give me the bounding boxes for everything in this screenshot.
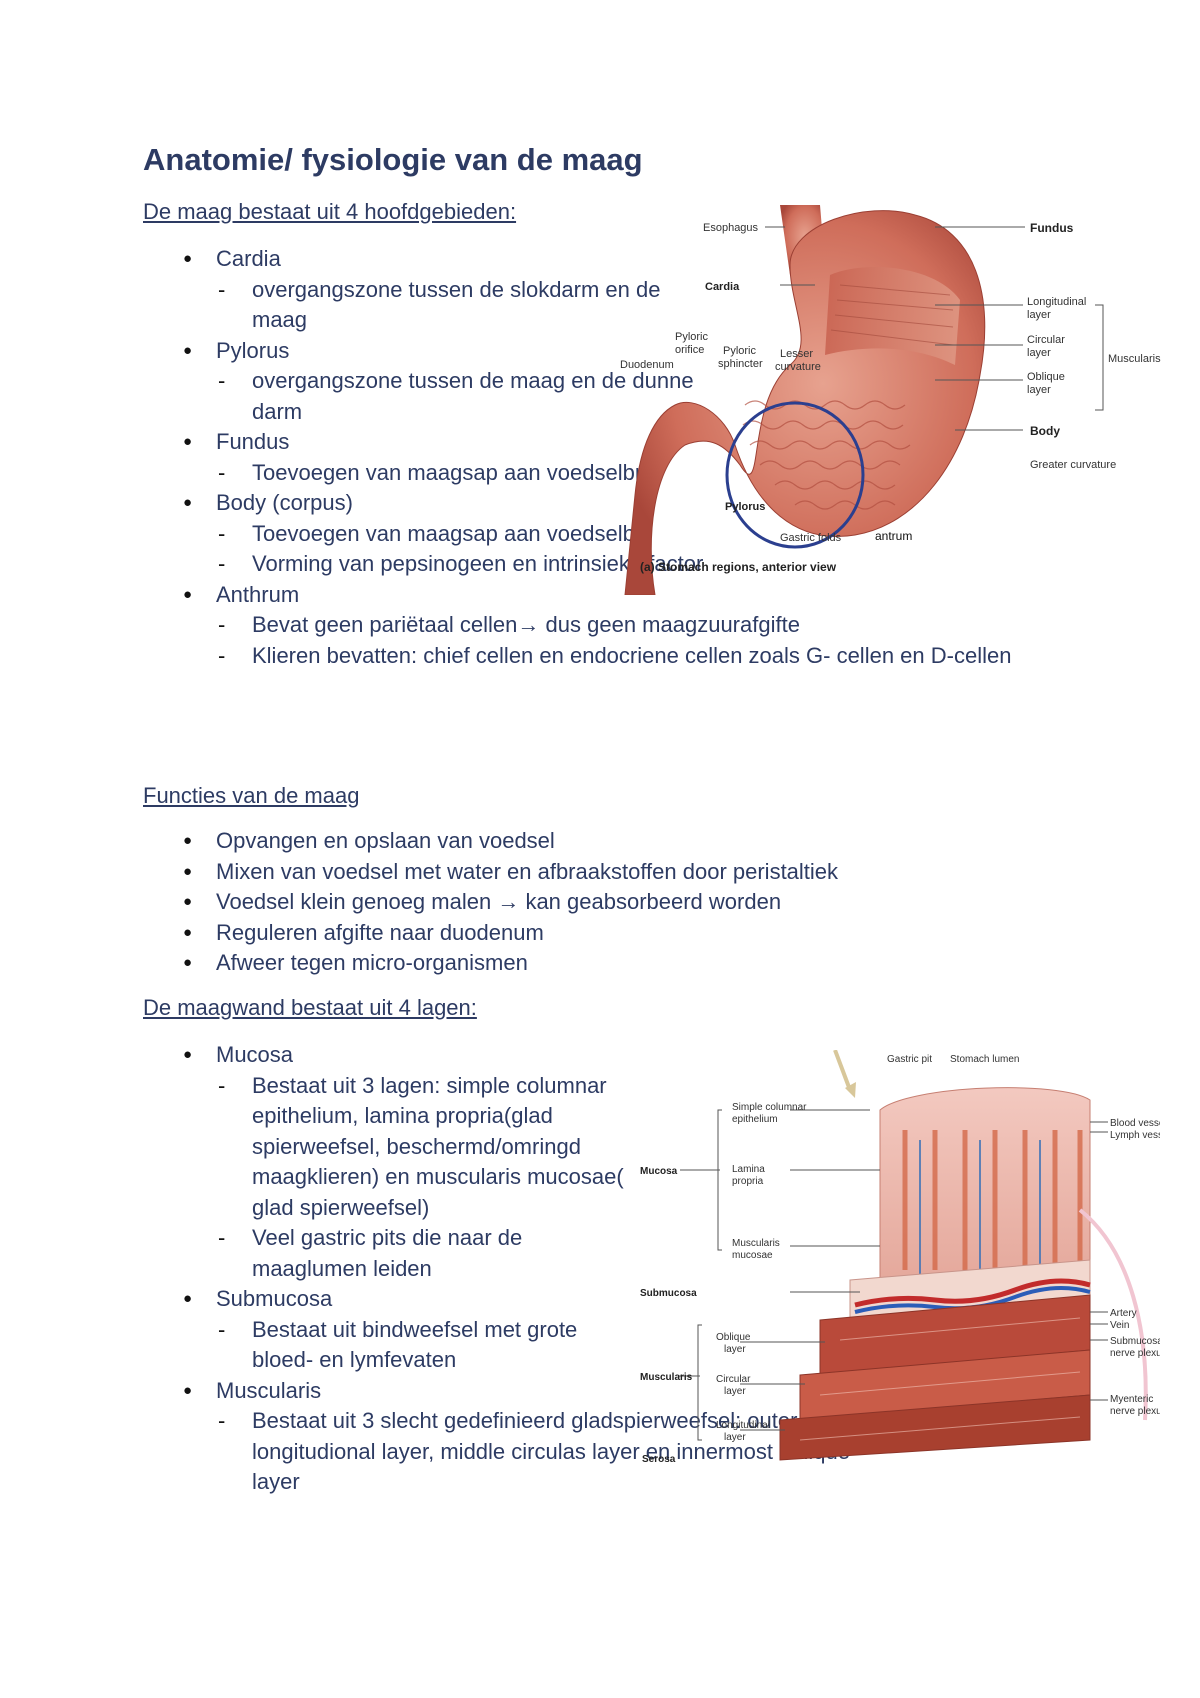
label-stomach-lumen: Stomach lumen [950, 1054, 1019, 1065]
functions-list: Opvangen en opslaan van voedsel Mixen va… [143, 826, 1043, 979]
label-body: Body [1030, 424, 1060, 438]
list-item-label: Body (corpus) [216, 490, 353, 515]
label-cardia: Cardia [705, 281, 740, 293]
label-lesser-2: curvature [775, 361, 821, 373]
page-title: Anatomie/ fysiologie van de maag [143, 142, 643, 177]
list-item: Muscularis Bestaat uit 3 slecht gedefini… [143, 1376, 1003, 1498]
list-item-label: Anthrum [216, 581, 300, 607]
label-duodenum: Duodenum [620, 359, 674, 371]
label-gastric-pit: Gastric pit [887, 1054, 932, 1065]
label-pyloric-sphincter: Pyloric [723, 345, 757, 357]
stomach-regions-figure: Esophagus Fundus Cardia Longitudinal lay… [615, 205, 1185, 596]
list-item: Cardia overgangszone tussen de slokdarm … [143, 244, 703, 336]
list-item-label: Mucosa [216, 1042, 294, 1067]
list-item: Reguleren afgifte naar duodenum [143, 918, 1043, 949]
label-lesser: Lesser [780, 348, 813, 360]
label-muscularis: Muscularis [1108, 353, 1161, 365]
list-item-label: Fundus [216, 429, 290, 454]
layers-list: Mucosa Bestaat uit 3 lagen: simple colum… [143, 1040, 1003, 1498]
sub-list-item: overgangszone tussen de maag en de dunne… [216, 366, 703, 427]
sub-list-item: overgangszone tussen de slokdarm en de m… [216, 275, 703, 336]
sub-list-item: Klieren bevatten: chief cellen en endocr… [216, 641, 1072, 672]
list-item: Mixen van voedsel met water en afbraakst… [143, 857, 1043, 888]
label-circular-2: layer [1027, 347, 1051, 359]
list-item-label: Cardia [216, 246, 281, 271]
label-lamina: Lamina [732, 1164, 765, 1175]
label-simple-columnar-2: epithelium [732, 1114, 778, 1125]
arrow-icon: → [517, 612, 540, 637]
label-myenteric: Myenteric [1110, 1394, 1153, 1405]
label-muscularis: Muscularis [640, 1372, 693, 1383]
label-submucosa: Submucosa [640, 1288, 697, 1299]
label-circular: Circular [716, 1374, 751, 1385]
list-item: Body (corpus) Toevoegen van maagsap aan … [143, 488, 703, 580]
label-vein: Vein [1110, 1320, 1129, 1331]
label-longitudinal: Longitudinal [1027, 296, 1086, 308]
label-circular: Circular [1027, 334, 1065, 346]
label-gastric-folds: Gastric folds [780, 532, 842, 544]
label-pyloric-orifice: Pyloric [675, 331, 709, 343]
label-artery: Artery [1110, 1308, 1137, 1319]
label-blood-vessel: Blood vessel [1110, 1118, 1160, 1129]
label-mucosa: Mucosa [640, 1166, 678, 1177]
sub-list-item: Bevat geen pariëtaal cellen→ dus geen ma… [216, 610, 1112, 641]
list-item: Afweer tegen micro-organismen [143, 948, 1043, 979]
label-muscularis-mucosae-2: mucosae [732, 1250, 773, 1261]
label-longitudinal-2: layer [724, 1432, 746, 1443]
list-item: Opvangen en opslaan van voedsel [143, 826, 1043, 857]
antrum-circle [725, 401, 865, 549]
sub-list-item: Bestaat uit 3 lagen: simple columnar epi… [216, 1071, 632, 1224]
label-antrum: antrum [875, 529, 912, 543]
label-pyloric-orifice-2: orifice [675, 344, 704, 356]
list-item: Submucosa Bestaat uit bindweefsel met gr… [143, 1284, 1003, 1376]
section-heading-functions: Functies van de maag [143, 783, 360, 808]
sub-list-item: Toevoegen van maagsap aan voedselbrij [216, 458, 703, 489]
label-oblique: Oblique [716, 1332, 751, 1343]
mucosa-block [879, 1087, 1091, 1291]
list-item-label: Muscularis [216, 1377, 322, 1403]
sub-list-item: Bestaat uit 3 slecht gedefinieerd gladsp… [216, 1406, 852, 1498]
list-item-label: Submucosa [216, 1286, 333, 1311]
label-pyloric-sphincter-2: sphincter [718, 358, 763, 370]
label-serosa: Serosa [642, 1454, 676, 1465]
label-lamina-2: propria [732, 1176, 764, 1187]
list-item: Fundus Toevoegen van maagsap aan voedsel… [143, 427, 703, 488]
label-oblique-2: layer [724, 1344, 746, 1355]
label-muscularis-mucosae: Muscularis [732, 1238, 780, 1249]
sub-list-item: Veel gastric pits die naar de maaglumen … [216, 1223, 582, 1284]
list-item-label: Pylorus [216, 337, 290, 363]
label-longitudinal: Longitudinal [716, 1420, 770, 1431]
longitudinal-layer-block [779, 1394, 1091, 1461]
label-submucosal: Submucosal [1110, 1336, 1160, 1347]
muscle-layers-shape [825, 267, 960, 365]
list-item: Mucosa Bestaat uit 3 lagen: simple colum… [143, 1040, 1003, 1284]
arrow-icon: → [497, 889, 520, 914]
list-item: Voedsel klein genoeg malen → kan geabsor… [143, 887, 1043, 918]
sub-list-item: Toevoegen van maagsap aan voedselbrij [216, 519, 703, 550]
section-heading-layers: De maagwand bestaat uit 4 lagen: [143, 995, 477, 1020]
figure-caption: (a) Stomach regions, anterior view [640, 560, 837, 574]
label-fundus: Fundus [1030, 221, 1074, 235]
label-simple-columnar: Simple columnar [732, 1102, 807, 1113]
label-lymph-vessel: Lymph vessel [1110, 1130, 1160, 1141]
sub-list-item: Bestaat uit bindweefsel met grote bloed-… [216, 1315, 622, 1376]
list-item: Pylorus overgangszone tussen de maag en … [143, 336, 703, 428]
regions-list: Cardia overgangszone tussen de slokdarm … [143, 244, 1011, 672]
label-greater: Greater curvature [1030, 459, 1116, 471]
stomach-wall-figure: Gastric pit Stomach lumen Simple columna… [640, 1049, 1171, 1470]
label-oblique-2: layer [1027, 384, 1051, 396]
label-pylorus: Pylorus [725, 501, 765, 513]
label-esophagus: Esophagus [703, 222, 759, 234]
label-submucosal-2: nerve plexus [1110, 1348, 1160, 1359]
label-oblique: Oblique [1027, 371, 1065, 383]
label-longitudinal-2: layer [1027, 309, 1051, 321]
label-myenteric-2: nerve plexus [1110, 1406, 1160, 1417]
label-circular-2: layer [724, 1386, 746, 1397]
section-heading-regions: De maag bestaat uit 4 hoofdgebieden: [143, 199, 517, 224]
list-item: Anthrum Bevat geen pariëtaal cellen→ dus… [143, 580, 1011, 672]
